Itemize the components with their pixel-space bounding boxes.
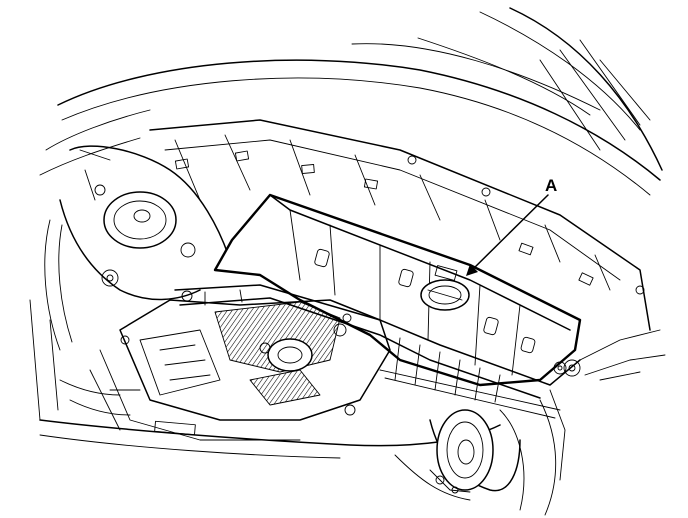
engine-assembly <box>59 299 391 441</box>
front-crossmember <box>174 284 581 419</box>
callout-label-a: A <box>545 176 557 195</box>
body-outline <box>39 7 663 196</box>
left-strut-mount <box>44 145 231 351</box>
callout-leader <box>466 194 549 276</box>
right-wheel-hub <box>394 329 666 516</box>
floor-panel <box>149 119 651 331</box>
